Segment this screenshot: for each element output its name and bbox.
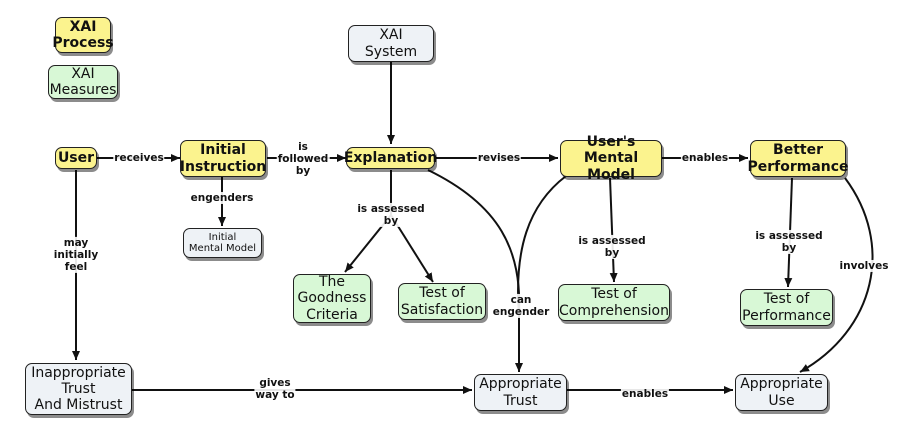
node-xai-system: XAI System xyxy=(348,25,434,62)
label-involves: involves xyxy=(838,259,890,273)
legend-xai-measures: XAI Measures xyxy=(48,65,118,99)
label-revises: revises xyxy=(476,151,522,165)
label-engenders: engenders xyxy=(189,191,255,205)
node-better-performance: Better Performance xyxy=(747,140,849,177)
node-test-of-satisfaction: Test of Satisfaction xyxy=(398,283,486,320)
edge-model-to-trust-curve xyxy=(517,175,567,316)
node-appropriate-use: Appropriate Use xyxy=(735,374,828,411)
node-appropriate-trust: Appropriate Trust xyxy=(474,374,567,411)
node-goodness-criteria: The Goodness Criteria xyxy=(293,274,371,323)
node-initial-instruction: Initial Instruction xyxy=(180,140,266,177)
label-enables-top: enables xyxy=(680,151,730,165)
edge-performance-involves-use xyxy=(799,177,874,373)
label-model-assessed: is assessed by xyxy=(577,234,647,260)
legend-xai-process: XAI Process xyxy=(52,17,114,53)
label-gives-way-to: gives way to xyxy=(254,376,296,402)
label-may-initially-feel: may initially feel xyxy=(52,236,100,274)
node-explanation: Explanation xyxy=(344,147,437,169)
node-initial-mental-model: Initial Mental Model xyxy=(183,228,262,258)
label-enables-bottom: enables xyxy=(620,387,670,401)
label-can-engender: can engender xyxy=(491,293,551,319)
node-test-of-performance: Test of Performance xyxy=(740,289,833,326)
label-receives: receives xyxy=(113,151,165,165)
edge-model-to-comprehension xyxy=(609,177,618,283)
label-performance-assessed: is assessed by xyxy=(754,229,824,255)
node-users-mental-model: User's Mental Model xyxy=(560,134,662,183)
node-inappropriate-trust: Inappropriate Trust And Mistrust xyxy=(25,363,132,415)
node-test-of-comprehension: Test of Comprehension xyxy=(558,284,670,321)
label-explanation-assessed: is assessed by xyxy=(356,202,426,228)
label-is-followed-by: is followed by xyxy=(276,140,330,178)
node-user: User xyxy=(55,147,97,169)
